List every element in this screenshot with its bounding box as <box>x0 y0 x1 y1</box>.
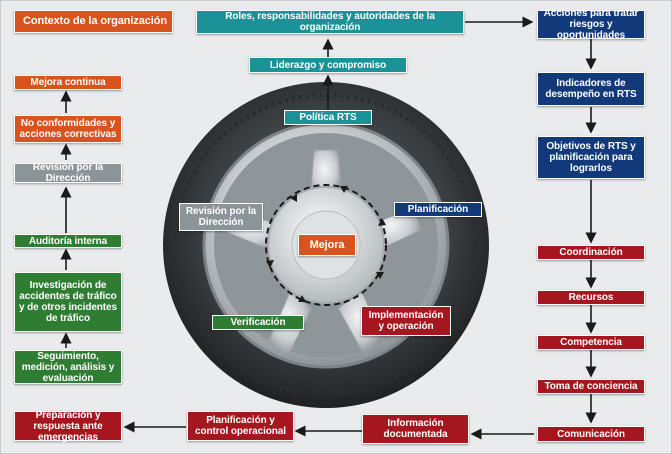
improvement-center: Mejora <box>298 234 356 256</box>
left-box-internal-audit: Auditoría interna <box>14 234 122 248</box>
left-box-monitoring: Seguimiento, medición, análisis y evalua… <box>14 350 122 384</box>
leadership-box: Liderazgo y compromiso <box>249 57 407 73</box>
right-box-objectives: Objetivos de RTS y planificación para lo… <box>537 136 645 179</box>
right-box-resources: Recursos <box>537 290 645 305</box>
cycle-ring <box>265 184 387 306</box>
left-box-management-review: Revisión por la Dirección <box>14 162 122 184</box>
verification-box: Verificación <box>212 315 304 330</box>
implementation-box: Implementación y operación <box>361 306 451 336</box>
right-box-awareness: Toma de conciencia <box>537 379 645 394</box>
right-box-risks: Acciones para tratar riesgos y oportunid… <box>537 8 645 41</box>
left-box-accident-investigation: Investigación de accidentes de tráfico y… <box>14 272 122 332</box>
review-wheel-box: Revisión por la Dirección <box>179 203 263 231</box>
right-box-indicators: Indicadores de desempeño en RTS <box>537 72 645 106</box>
planning-box: Planificación <box>394 202 482 217</box>
bottom-box-operational-control: Planificación y control operacional <box>187 411 294 441</box>
roles-box: Roles, responsabilidades y autoridades d… <box>196 10 464 34</box>
bottom-box-documented-info: Información documentada <box>362 414 469 444</box>
policy-box: Política RTS <box>284 110 372 125</box>
left-box-continuous-improvement: Mejora continua <box>14 75 122 90</box>
right-box-competence: Competencia <box>537 335 645 350</box>
left-box-nonconformities: No conformidades y acciones correctivas <box>14 115 122 143</box>
context-box: Contexto de la organización <box>14 10 173 33</box>
right-box-coordination: Coordinación <box>537 245 645 260</box>
cycle-arrowheads <box>266 186 386 302</box>
bottom-box-emergencies: Preparación y respuesta ante emergencias <box>14 410 122 443</box>
right-box-communication: Comunicación <box>537 426 645 442</box>
